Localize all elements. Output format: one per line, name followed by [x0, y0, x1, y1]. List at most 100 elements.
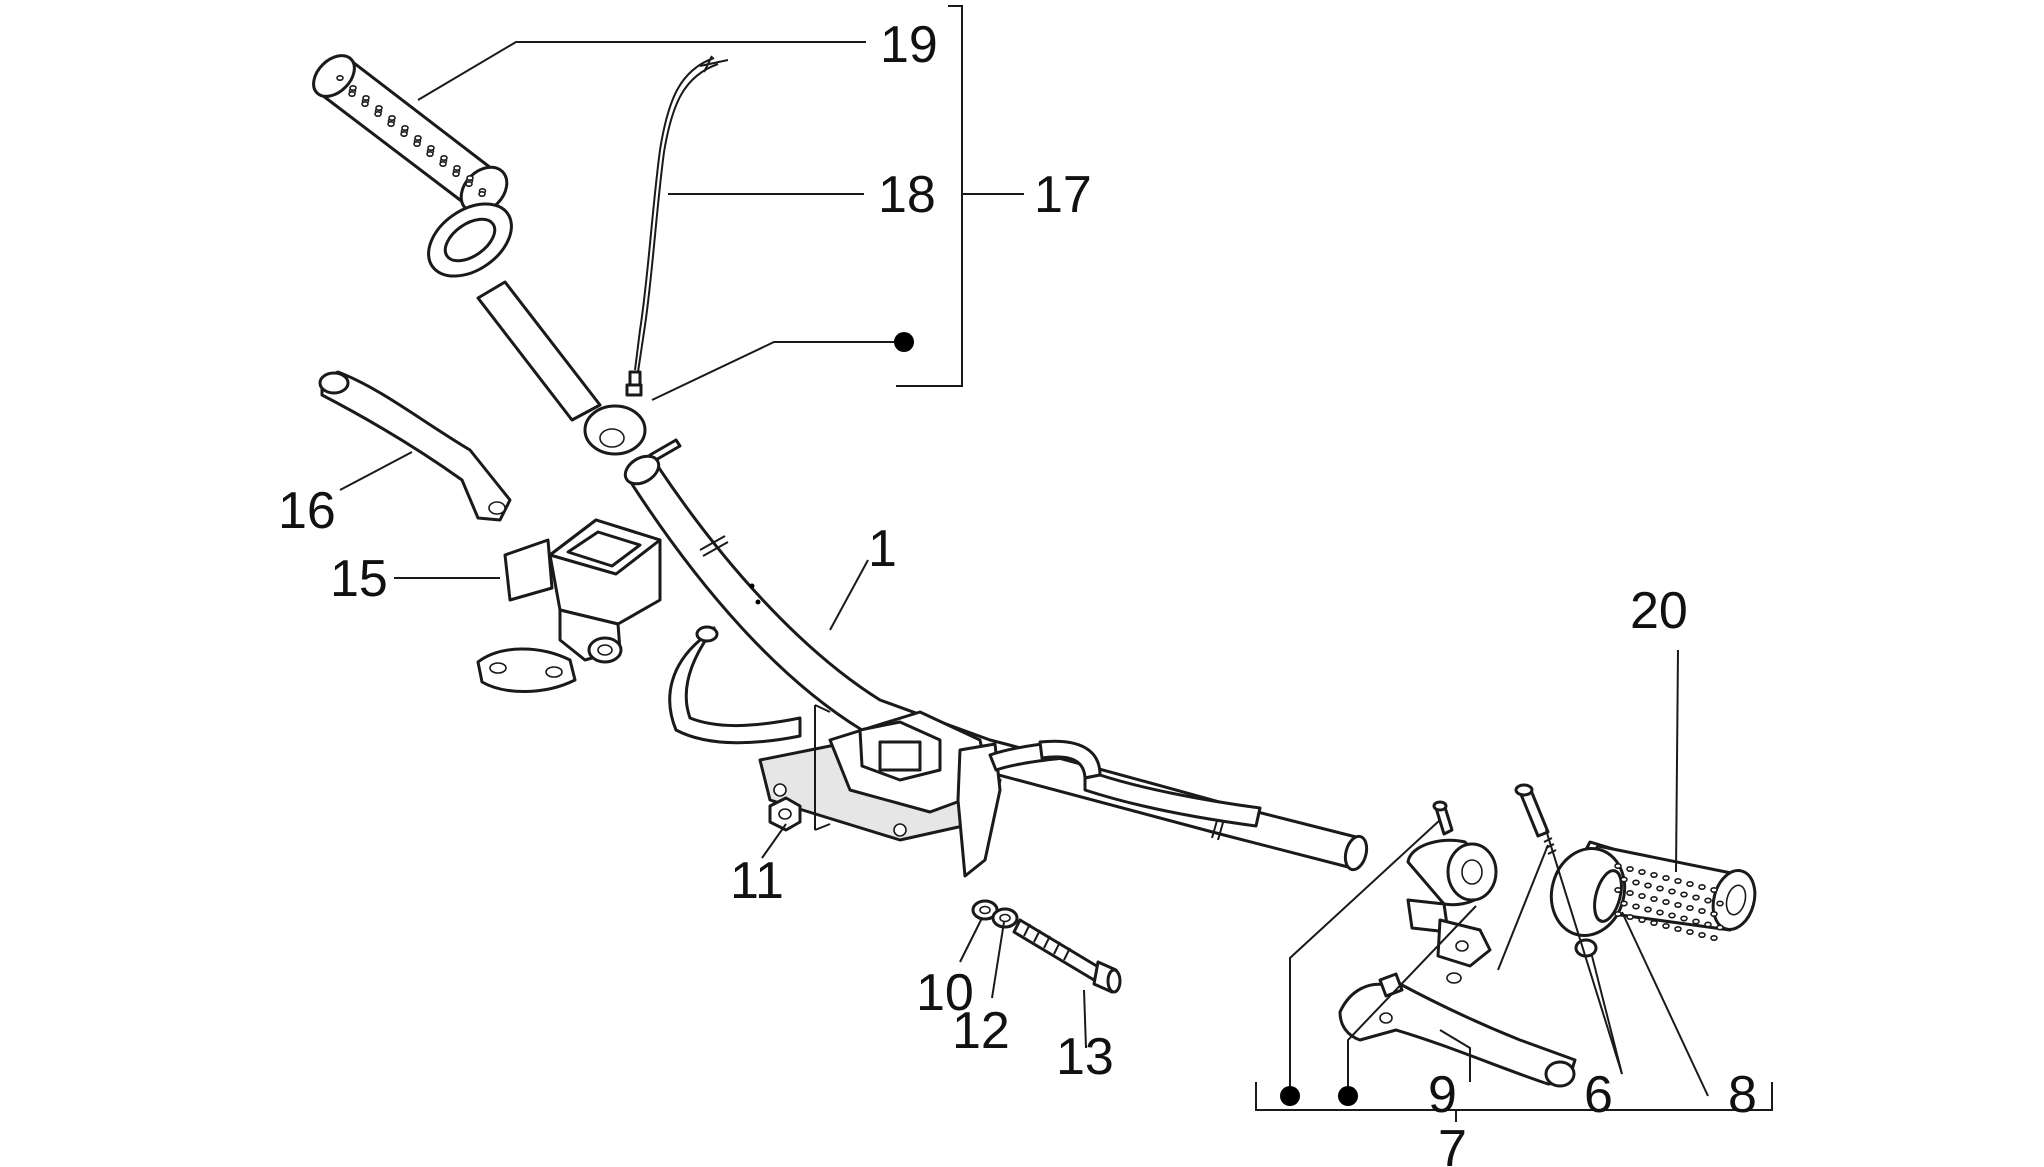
grip-hole [1626, 865, 1634, 872]
grip-hole [1620, 900, 1628, 907]
grip-hole [348, 91, 356, 98]
grip-hole [1638, 892, 1646, 899]
grip-hole [1704, 897, 1712, 904]
grip-hole [1614, 910, 1622, 917]
left-brake-lever [318, 370, 512, 522]
grip-hole [1662, 922, 1670, 929]
washer-10 [971, 899, 999, 921]
grip-hole [414, 135, 422, 142]
grip-hole [401, 125, 409, 132]
grip-hole [1632, 879, 1640, 886]
callout-20: 20 [1630, 582, 1688, 640]
grip-hole [1674, 925, 1682, 932]
grip-hole [440, 155, 448, 162]
brake-master-cylinder [503, 518, 662, 664]
reference-dot [1338, 1086, 1358, 1106]
grip-hole [362, 95, 370, 102]
grip-hole [1650, 871, 1658, 878]
grip-hole [1626, 889, 1634, 896]
right-spring-screw [1514, 783, 1598, 958]
grip-hole [466, 175, 474, 182]
grip-hole [1638, 868, 1646, 875]
grip-hole [1704, 921, 1712, 928]
grip-hole [1698, 907, 1706, 914]
grip-flange-washer [427, 202, 513, 278]
bolt [1012, 918, 1122, 994]
grip-hole [1662, 898, 1670, 905]
secondary-bar [668, 625, 802, 745]
grip-hole [1644, 882, 1652, 889]
callout-18: 18 [878, 166, 936, 224]
grip-hole [375, 105, 383, 112]
grip-hole [1650, 919, 1658, 926]
master-cylinder-clamp [476, 647, 577, 693]
grip-hole [1686, 904, 1694, 911]
throttle-cable [625, 55, 729, 397]
grip-hole [400, 131, 408, 138]
grip-hole [1668, 912, 1676, 919]
grip-hole [387, 121, 395, 128]
grip-hole [478, 191, 486, 198]
callout-8: 8 [1728, 1066, 1757, 1124]
callout-9: 9 [1428, 1066, 1457, 1124]
grip-hole [1686, 928, 1694, 935]
right-handlebar-grip [1549, 840, 1757, 941]
left-handlebar-grip [312, 54, 509, 215]
callout-labels: 19 18 17 1 16 15 20 11 10 12 13 9 6 8 7 [278, 16, 1757, 1167]
grip-hole [1626, 913, 1634, 920]
right-lever-screw [1432, 800, 1454, 836]
grip-hole [1614, 886, 1622, 893]
grip-hole [361, 101, 369, 108]
grip-hole [1698, 883, 1706, 890]
grip-hole [1698, 931, 1706, 938]
reference-dot [1280, 1086, 1300, 1106]
grip-hole [388, 115, 396, 122]
grip-hole [452, 171, 460, 178]
callout-10: 10 [916, 964, 974, 1022]
grip-hole [1638, 916, 1646, 923]
leader-lines [339, 41, 1709, 1100]
grip-hole [1668, 888, 1676, 895]
grip-hole [349, 85, 357, 92]
hex-nut [768, 796, 802, 832]
handlebar-clamp-assembly [758, 704, 1262, 878]
grip-hole [1644, 906, 1652, 913]
grip-hole [1716, 900, 1724, 907]
grip-hole [427, 145, 435, 152]
grip-hole [1614, 862, 1622, 869]
grip-hole [1674, 877, 1682, 884]
right-brake-lever [1338, 972, 1577, 1088]
grip-hole [1674, 901, 1682, 908]
grip-hole [413, 141, 421, 148]
grip-hole [1716, 924, 1724, 931]
callout-1: 1 [868, 520, 897, 578]
callout-7: 7 [1438, 1120, 1467, 1167]
right-lever-bracket [1406, 838, 1498, 984]
grip-hole [1620, 876, 1628, 883]
assembly-bracket-17 [896, 5, 1024, 387]
grip-hole [426, 151, 434, 158]
washer-12 [991, 907, 1019, 929]
grip-hole [1656, 885, 1664, 892]
grip-hole [1710, 934, 1718, 941]
grip-hole [1710, 886, 1718, 893]
callout-11: 11 [730, 852, 784, 910]
grip-hole [1692, 918, 1700, 925]
callout-17: 17 [1034, 166, 1092, 224]
grip-hole [1692, 894, 1700, 901]
grip-hole [374, 111, 382, 118]
reference-dot [894, 332, 914, 352]
grip-hole [1662, 874, 1670, 881]
callout-13: 13 [1056, 1028, 1114, 1086]
grip-hole [465, 181, 473, 188]
grip-hole [1656, 909, 1664, 916]
handlebar-tube [623, 454, 1369, 872]
grip-hole [1680, 891, 1688, 898]
callout-6: 6 [1584, 1066, 1613, 1124]
grip-hole [1650, 895, 1658, 902]
grip-hole [336, 75, 344, 82]
grip-hole [1632, 903, 1640, 910]
grip-hole [439, 161, 447, 168]
grip-hole [1680, 915, 1688, 922]
